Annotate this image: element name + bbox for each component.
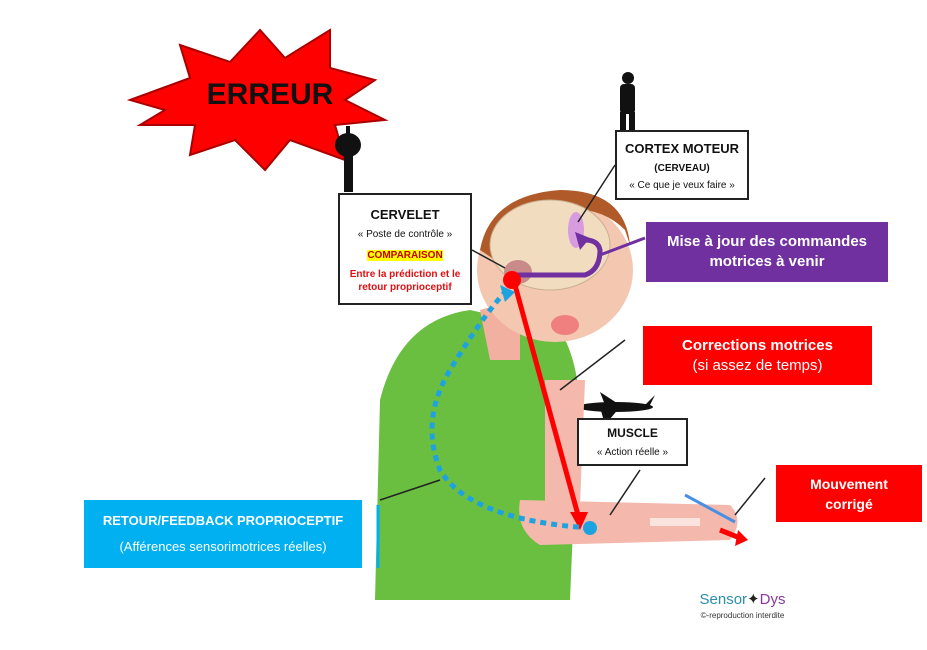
feedback-line-1: RETOUR/FEEDBACK PROPRIOCEPTIF [102, 513, 344, 528]
corrections-box: Corrections motrices (si assez de temps) [643, 326, 872, 385]
red-command-arrow [512, 284, 581, 516]
comparaison-highlight: COMPARAISON [367, 250, 443, 261]
error-label: ERREUR [206, 78, 334, 111]
sensordys-logo: Sensor✦Dys ©-reproduction interdite [690, 590, 795, 620]
cervelet-detail-1: Entre la prédiction et le [349, 269, 461, 280]
movement-box: Mouvement corrigé [776, 465, 922, 522]
movement-line-2: corrigé [825, 495, 873, 512]
cortex-quote: « Ce que je veux faire » [629, 180, 735, 191]
muscle-title: MUSCLE [607, 426, 658, 440]
cortex-title: CORTEX MOTEUR [624, 141, 740, 156]
cortex-subtitle: (CERVEAU) [654, 163, 710, 174]
control-tower-icon [335, 126, 361, 192]
person-illustration [375, 190, 738, 600]
movement-line-1: Mouvement [810, 475, 888, 492]
update-box: Mise à jour des commandes motrices à ven… [646, 222, 888, 282]
logo-brand-a: Sensor [699, 591, 748, 608]
muscle-box: MUSCLE « Action réelle » [577, 418, 688, 466]
corrections-line-1: Corrections motrices [682, 336, 833, 354]
cervelet-title: CERVELET [370, 207, 440, 222]
cervelet-subtitle: « Poste de contrôle » [357, 229, 453, 240]
logo-copyright: ©-reproduction interdite [700, 611, 785, 620]
cerebellum-point [503, 271, 521, 289]
update-line-2: motrices à venir [709, 253, 825, 270]
muscle-quote: « Action réelle » [596, 447, 669, 458]
feedback-line-2: (Afférences sensorimotrices réelles) [119, 539, 327, 554]
cortex-box: CORTEX MOTEUR (CERVEAU) « Ce que je veux… [615, 130, 749, 200]
update-line-1: Mise à jour des commandes [666, 233, 868, 250]
blue-feedback-arrow [429, 290, 591, 531]
logo-figure-icon: ✦ [747, 591, 760, 608]
airplane-icon [577, 392, 655, 425]
feedback-box: RETOUR/FEEDBACK PROPRIOCEPTIF (Afférence… [84, 500, 362, 568]
purple-update-arrow [515, 237, 603, 278]
corrections-line-2: (si assez de temps) [692, 356, 823, 374]
error-starburst [126, 28, 389, 172]
logo-brand-b: Dys [759, 591, 786, 608]
soldier-silhouette-icon [620, 72, 635, 140]
cervelet-box: CERVELET « Poste de contrôle » COMPARAIS… [338, 193, 472, 305]
cervelet-detail-2: retour proprioceptif [358, 282, 452, 293]
